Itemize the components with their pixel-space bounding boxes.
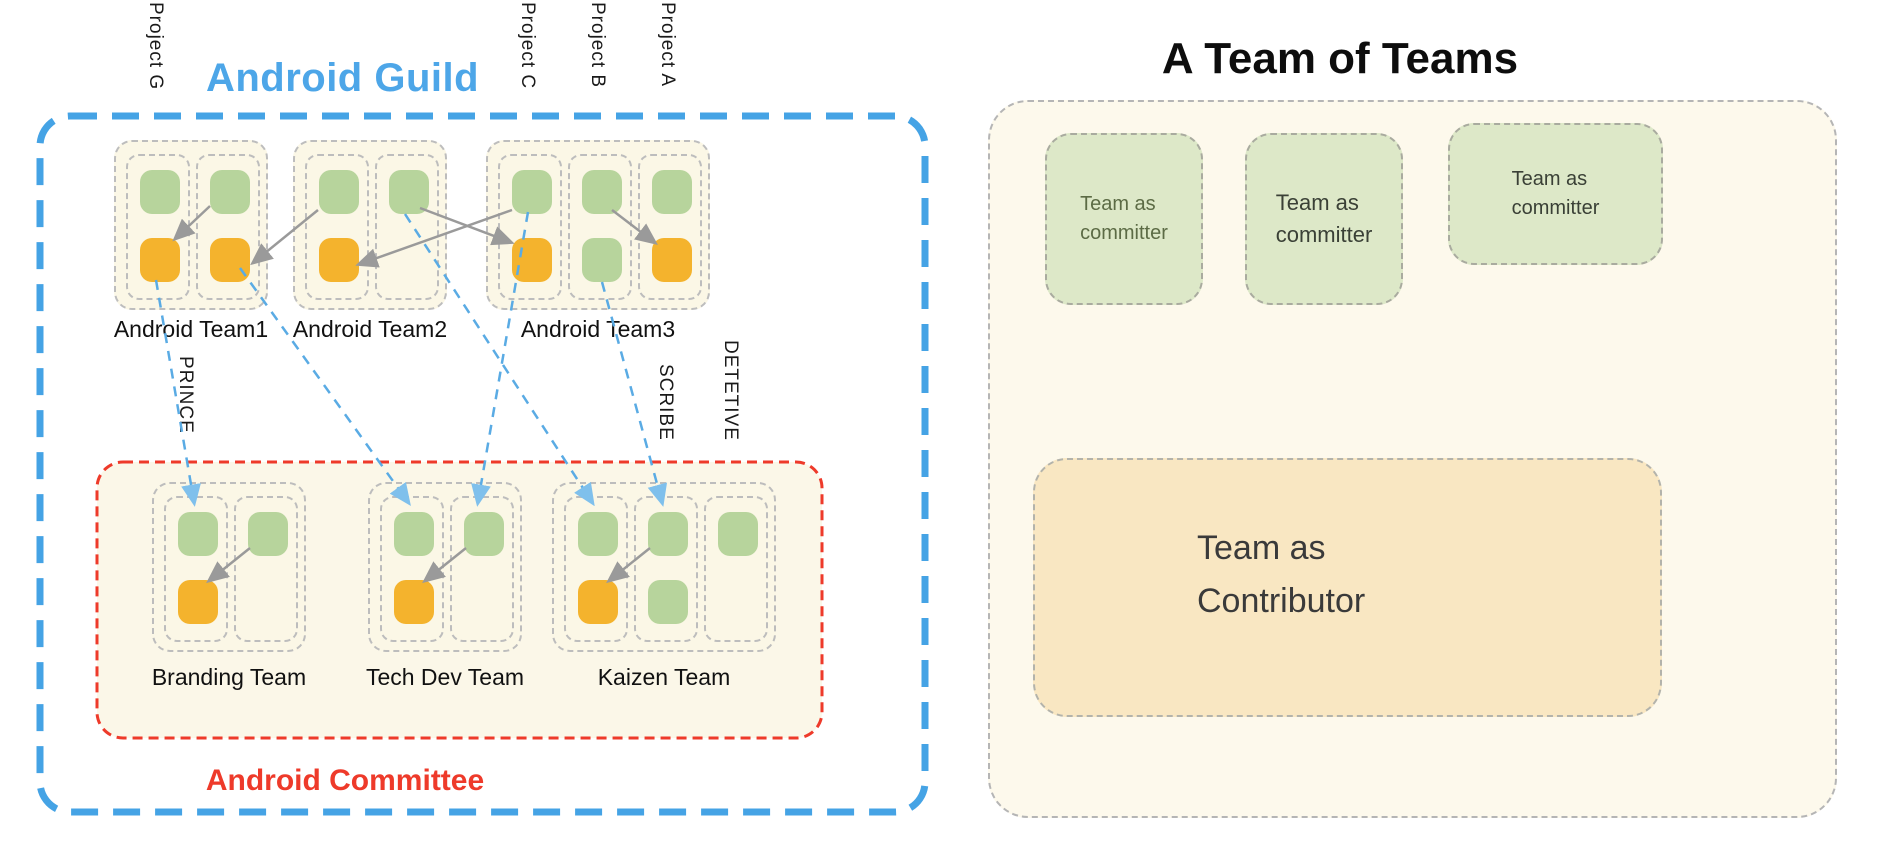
member-block-orange — [652, 238, 692, 282]
member-block-green — [578, 512, 618, 556]
team-as-contributor-box: Team as Contributor — [1033, 458, 1662, 717]
member-column — [704, 496, 768, 642]
member-column — [564, 496, 628, 642]
member-column — [375, 154, 439, 300]
member-block-orange — [319, 238, 359, 282]
member-block-green — [248, 512, 288, 556]
member-block-green — [210, 170, 250, 214]
team-name-label: Android Team3 — [520, 316, 676, 342]
team-box — [114, 140, 268, 310]
member-column — [196, 154, 260, 300]
team-box — [486, 140, 710, 310]
team-box — [552, 482, 776, 652]
member-block-orange — [178, 580, 218, 624]
member-block-green — [648, 580, 688, 624]
team-name-label: Branding Team — [151, 664, 307, 690]
team-name-label: Kaizen Team — [597, 664, 731, 690]
member-block-green — [512, 170, 552, 214]
team-box — [368, 482, 522, 652]
team-box — [293, 140, 447, 310]
member-block-orange — [140, 238, 180, 282]
member-block-green — [582, 238, 622, 282]
member-block-green — [718, 512, 758, 556]
role-label: SCRIBE — [655, 364, 676, 441]
member-block-green — [140, 170, 180, 214]
team-name-label: Android Team2 — [292, 316, 448, 342]
contributor-line1: Team as — [1197, 529, 1326, 567]
member-column — [126, 154, 190, 300]
android-guild-title: Android Guild — [205, 56, 480, 100]
member-block-green — [648, 512, 688, 556]
member-column — [634, 496, 698, 642]
blue-arrow-team3-to-kaizen — [600, 281, 668, 507]
member-block-green — [464, 512, 504, 556]
member-column — [234, 496, 298, 642]
member-column — [638, 154, 702, 300]
member-block-green — [319, 170, 359, 214]
project-label: Project A — [657, 2, 678, 88]
role-label: DETETIVE — [720, 340, 741, 441]
member-column — [305, 154, 369, 300]
member-block-orange — [394, 580, 434, 624]
team-name-label: Tech Dev Team — [365, 664, 525, 690]
contributor-line2: Contributor — [1197, 581, 1366, 620]
project-label: Project G — [145, 2, 166, 91]
team-box — [152, 482, 306, 652]
team-of-teams-title: A Team of Teams — [1161, 34, 1519, 83]
member-block-green — [178, 512, 218, 556]
member-block-green — [389, 170, 429, 214]
member-block-green — [582, 170, 622, 214]
member-block-orange — [210, 238, 250, 282]
member-column — [498, 154, 562, 300]
role-label: PRINCE — [175, 356, 196, 434]
project-label: Project B — [587, 2, 608, 89]
member-column — [568, 154, 632, 300]
member-block-orange — [578, 580, 618, 624]
member-block-green — [394, 512, 434, 556]
member-column — [164, 496, 228, 642]
android-committee-title: Android Committee — [205, 764, 485, 797]
team-as-contributor-label: Team as Contributor — [1197, 522, 1617, 627]
member-block-green — [652, 170, 692, 214]
member-block-orange — [512, 238, 552, 282]
project-label: Project C — [517, 2, 538, 90]
member-column — [380, 496, 444, 642]
member-column — [450, 496, 514, 642]
